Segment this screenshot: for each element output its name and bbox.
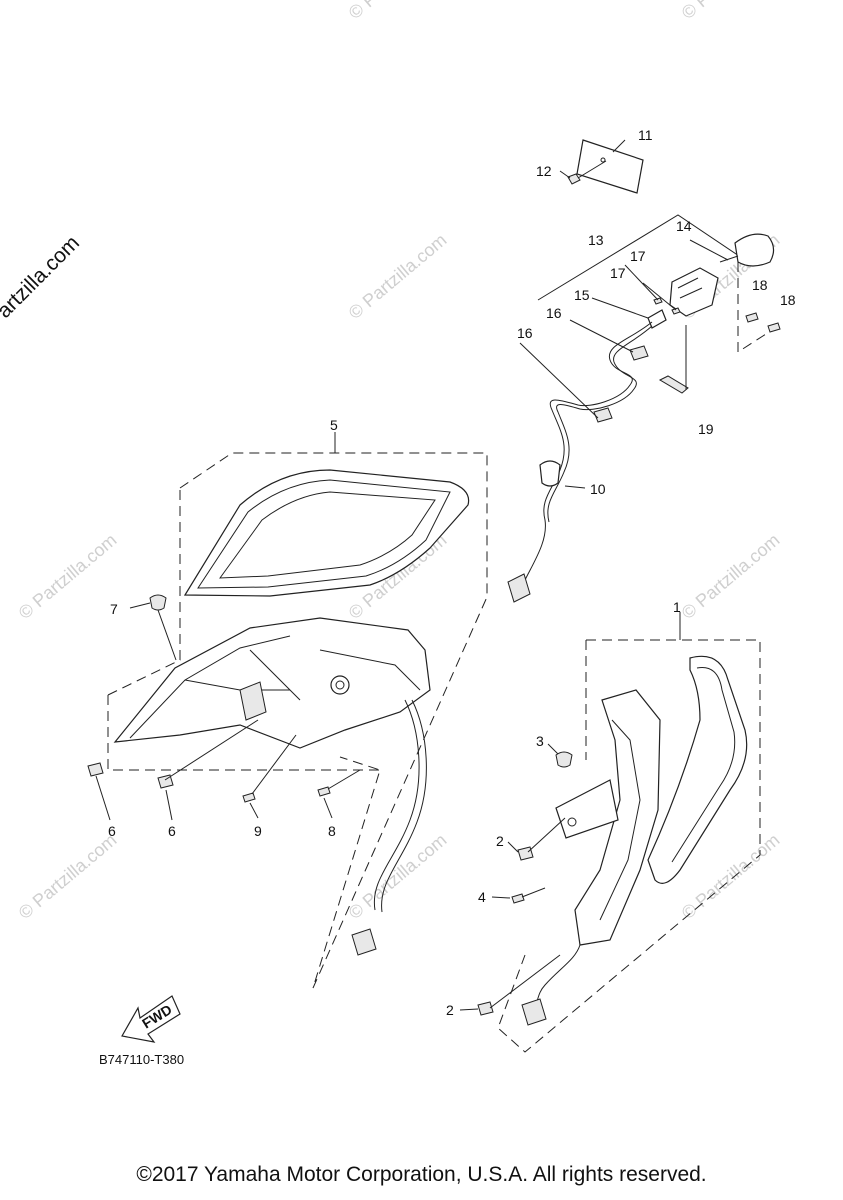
nut-3: [555, 751, 573, 768]
watermark-faint: © Partzilla.com: [678, 0, 784, 23]
watermark-faint: © Partzilla.com: [15, 530, 121, 623]
connector-5: [351, 928, 377, 956]
nut-2: [477, 1001, 494, 1016]
callout-18: 18: [752, 277, 768, 293]
nut-6: [87, 762, 104, 777]
callout-13: 13: [588, 232, 604, 248]
faint-watermarks: © Partzilla.com © Partzilla.com © Partzi…: [15, 0, 784, 923]
reflector-plate: [576, 139, 644, 194]
callout-6: 6: [168, 823, 176, 839]
callout-17: 17: [610, 265, 626, 281]
side-light-assembly: [459, 612, 761, 1053]
callout-5: 5: [330, 417, 338, 433]
group-outline-1: [497, 639, 761, 1053]
copyright-notice: ©2017 Yamaha Motor Corporation, U.S.A. A…: [136, 1163, 707, 1186]
watermark-faint: © Partzilla.com: [345, 230, 451, 323]
callout-8: 8: [328, 823, 336, 839]
tail-light-assembly: [87, 432, 488, 989]
callout-12: 12: [536, 163, 552, 179]
callout-10: 10: [590, 481, 606, 497]
connector: [507, 573, 531, 603]
callout-2: 2: [446, 1002, 454, 1018]
bolt-18: [745, 312, 759, 323]
screw-12: [567, 173, 581, 185]
bolt-19: [658, 375, 689, 394]
callout-11: 11: [638, 127, 653, 143]
watermark-faint: © Partzilla.com: [678, 530, 784, 623]
callout-15: 15: [574, 287, 590, 303]
screw-8: [317, 786, 331, 797]
fwd-arrow-icon: FWD: [121, 995, 181, 1043]
grommet-10: [539, 460, 561, 487]
callout-6: 6: [108, 823, 116, 839]
watermark-faint: © Partzilla.com: [345, 830, 451, 923]
callout-18: 18: [780, 292, 796, 308]
watermark-faint: © Partzilla.com: [345, 0, 451, 23]
callout-7: 7: [110, 601, 118, 617]
callout-labels: 1 2 2 3 4 5 6 6 7 8 9 10 11 12 13 14 15 …: [108, 127, 796, 1018]
screw-4: [511, 893, 525, 904]
callout-19: 19: [698, 421, 714, 437]
nut-7: [149, 594, 167, 611]
callout-17: 17: [630, 248, 646, 264]
tail-housing: [113, 617, 431, 749]
callout-9: 9: [254, 823, 262, 839]
callout-16: 16: [546, 305, 562, 321]
connector-1: [521, 998, 547, 1026]
license-light-assembly: [507, 139, 781, 603]
callout-2: 2: [496, 833, 504, 849]
side-lens: [647, 655, 748, 884]
callout-14: 14: [676, 218, 692, 234]
lens-cover: [734, 233, 775, 267]
nut-6: [157, 774, 174, 789]
tail-lens: [183, 469, 470, 597]
callout-16: 16: [517, 325, 533, 341]
callout-1: 1: [673, 599, 681, 615]
callout-4: 4: [478, 889, 486, 905]
diagram-code: B747110-T380: [99, 1052, 185, 1067]
screw-9: [242, 792, 256, 803]
callout-3: 3: [536, 733, 544, 749]
watermark-faint: © Partzilla.com: [15, 830, 121, 923]
bolt-18: [767, 322, 781, 333]
